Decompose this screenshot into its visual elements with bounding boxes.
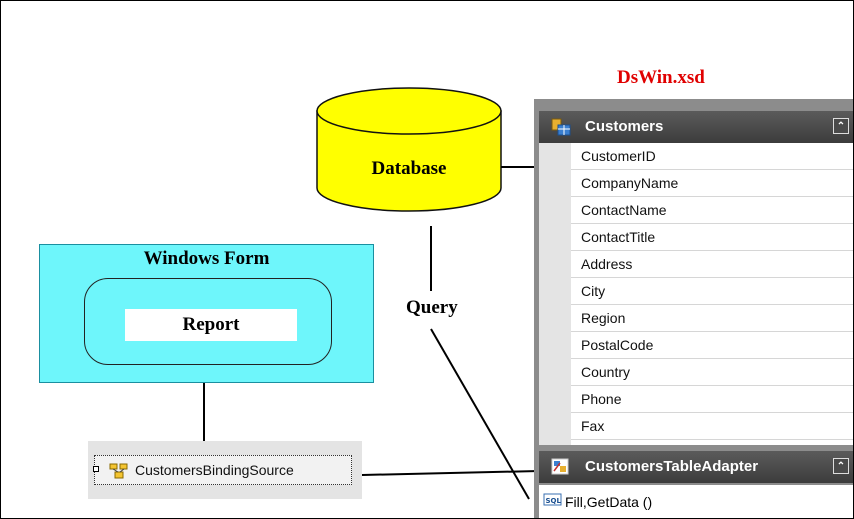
column-row[interactable]: City: [571, 278, 853, 305]
binding-source-icon: [109, 463, 128, 479]
windows-form-box: Windows Form Report: [39, 244, 374, 383]
windows-form-title: Windows Form: [143, 248, 270, 269]
sql-icon: SQL: [543, 493, 562, 506]
binding-source-component[interactable]: CustomersBindingSource: [93, 455, 352, 485]
collapse-table-button[interactable]: ⌃: [833, 118, 849, 134]
table-header[interactable]: Customers ⌃: [539, 111, 853, 143]
column-row[interactable]: CustomerID: [571, 143, 853, 170]
binding-source-label: CustomersBindingSource: [135, 462, 294, 478]
binding-adapter-connector: [361, 470, 540, 476]
column-row[interactable]: Fax: [571, 413, 853, 440]
report-label: Report: [125, 309, 297, 341]
adapter-method-row[interactable]: SQL Fill,GetData (): [539, 485, 853, 518]
table-adapter-icon: [551, 458, 569, 475]
column-row[interactable]: ContactName: [571, 197, 853, 224]
database-cylinder: [316, 87, 502, 212]
table-columns: CustomerID CompanyName ContactName Conta…: [539, 143, 853, 445]
table-adapter-header[interactable]: CustomersTableAdapter ⌃: [539, 451, 853, 483]
table-name: Customers: [585, 118, 664, 135]
table-icon: [551, 118, 571, 136]
xsd-title: DsWin.xsd: [617, 67, 705, 88]
collapse-adapter-button[interactable]: ⌃: [833, 458, 849, 474]
column-row[interactable]: Address: [571, 251, 853, 278]
database-label: Database: [371, 158, 447, 179]
dataset-designer-panel: Customers ⌃ CustomerID CompanyName Conta…: [534, 99, 853, 518]
column-row[interactable]: ContactTitle: [571, 224, 853, 251]
query-label: Query: [406, 297, 458, 318]
column-row[interactable]: CompanyName: [571, 170, 853, 197]
adapter-method: Fill,GetData (): [565, 494, 653, 510]
column-row[interactable]: Phone: [571, 386, 853, 413]
column-row[interactable]: Country: [571, 359, 853, 386]
component-tray: CustomersBindingSource: [88, 441, 362, 499]
selection-handle[interactable]: [93, 466, 99, 472]
column-row[interactable]: Region: [571, 305, 853, 332]
report-viewer-container: Report: [84, 278, 332, 365]
svg-text:SQL: SQL: [546, 497, 562, 505]
row-gutter: [539, 143, 571, 445]
column-row[interactable]: PostalCode: [571, 332, 853, 359]
table-adapter-name: CustomersTableAdapter: [585, 458, 759, 475]
